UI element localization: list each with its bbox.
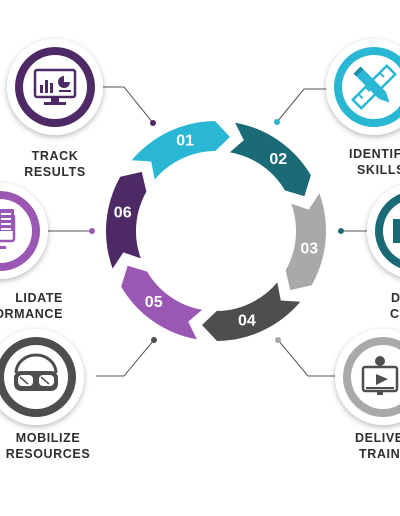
video-player-icon xyxy=(361,356,399,395)
cycle-ring: 01 02 03 04 05 06 xyxy=(105,121,327,341)
vr-headset-icon xyxy=(14,353,58,391)
cycle-number-deliver: 03 xyxy=(300,241,318,258)
connector-dot-deliver xyxy=(275,337,281,343)
cycle-segment-track xyxy=(105,171,147,269)
cycle-number-track: 06 xyxy=(114,204,132,221)
step-circle-deliver xyxy=(335,329,400,425)
cycle-segment-deliver xyxy=(285,193,327,291)
step-circle-track xyxy=(7,39,103,135)
step-circle-mobilize xyxy=(0,329,84,425)
ruler-pencil-icon xyxy=(351,64,397,110)
connector-deliver xyxy=(277,339,340,377)
cycle-segment-design xyxy=(229,122,311,197)
cycle-segment-mobilize xyxy=(202,282,301,341)
connector-mobilize xyxy=(96,339,155,377)
step-circle-design xyxy=(367,185,400,277)
design-icon xyxy=(393,219,400,243)
connector-dot-mobilize xyxy=(151,337,157,343)
connector-dot-validate xyxy=(89,228,95,234)
step-circle-validate xyxy=(0,183,48,279)
connector-dot-track xyxy=(150,120,156,126)
cycle-number-mobilize: 04 xyxy=(238,312,256,329)
step-label-track: TRACK RESULTS xyxy=(24,149,86,179)
cycle-number-validate: 05 xyxy=(145,294,163,311)
step-label-deliver: DELIVE TRAINI xyxy=(355,431,400,461)
connector-track xyxy=(96,86,154,124)
connector-dot-design xyxy=(338,228,344,234)
cycle-number-identify: 01 xyxy=(176,133,194,150)
checklist-monitor-icon xyxy=(0,209,16,249)
step-label-design: D CO xyxy=(390,291,400,321)
cycle-segment-validate xyxy=(121,265,203,340)
cycle-segment-identify xyxy=(131,121,230,180)
step-circle-identify xyxy=(326,39,400,135)
step-label-mobilize: MOBILIZE RESOURCES xyxy=(5,431,91,461)
connector-identify xyxy=(276,88,333,123)
monitor-chart-icon xyxy=(33,68,77,105)
cycle-number-design: 02 xyxy=(269,151,287,168)
connector-dot-identify xyxy=(274,119,280,125)
step-label-validate: LIDATE ORMANCE xyxy=(0,291,63,321)
step-label-identify: IDENTIF SKILLS xyxy=(349,147,400,177)
